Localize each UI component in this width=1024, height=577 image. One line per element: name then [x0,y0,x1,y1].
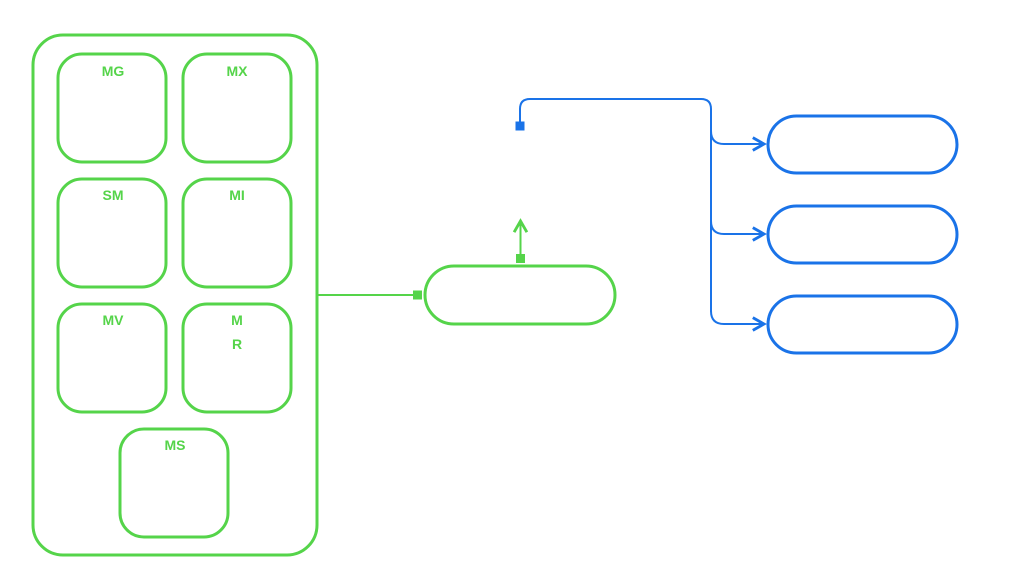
blue-connector-branch-1 [710,130,767,152]
target-node-3[interactable] [766,294,959,355]
module-label-mg: MG [102,63,125,79]
module-label-mv: MV [103,312,125,328]
center-node[interactable] [423,264,617,326]
module-container [31,33,319,557]
module-label-mi: MI [229,187,245,203]
center-node-top-port[interactable] [516,254,525,263]
module-tile-ms[interactable]: MS [118,427,230,539]
module-tile-mv[interactable]: MV [56,302,168,414]
module-label-mx: MX [227,63,249,79]
module-label-mr-line2: R [232,336,242,352]
blue-connector-trunk [519,98,712,312]
module-tile-sm[interactable]: SM [56,177,168,289]
module-label-mr-line1: M [231,312,243,328]
blue-connector-branch-2 [710,220,767,242]
module-tile-mi[interactable]: MI [181,177,293,289]
target-node-2[interactable] [766,204,959,265]
module-tile-mx[interactable]: MX [181,52,293,164]
blue-connector-branch-3 [710,310,767,332]
center-node-left-port[interactable] [413,290,422,300]
target-node-1[interactable] [766,114,959,175]
module-tile-mr[interactable]: M R [181,302,293,414]
module-tile-mg[interactable]: MG [56,52,168,164]
module-label-ms: MS [165,437,186,453]
module-label-sm: SM [103,187,124,203]
